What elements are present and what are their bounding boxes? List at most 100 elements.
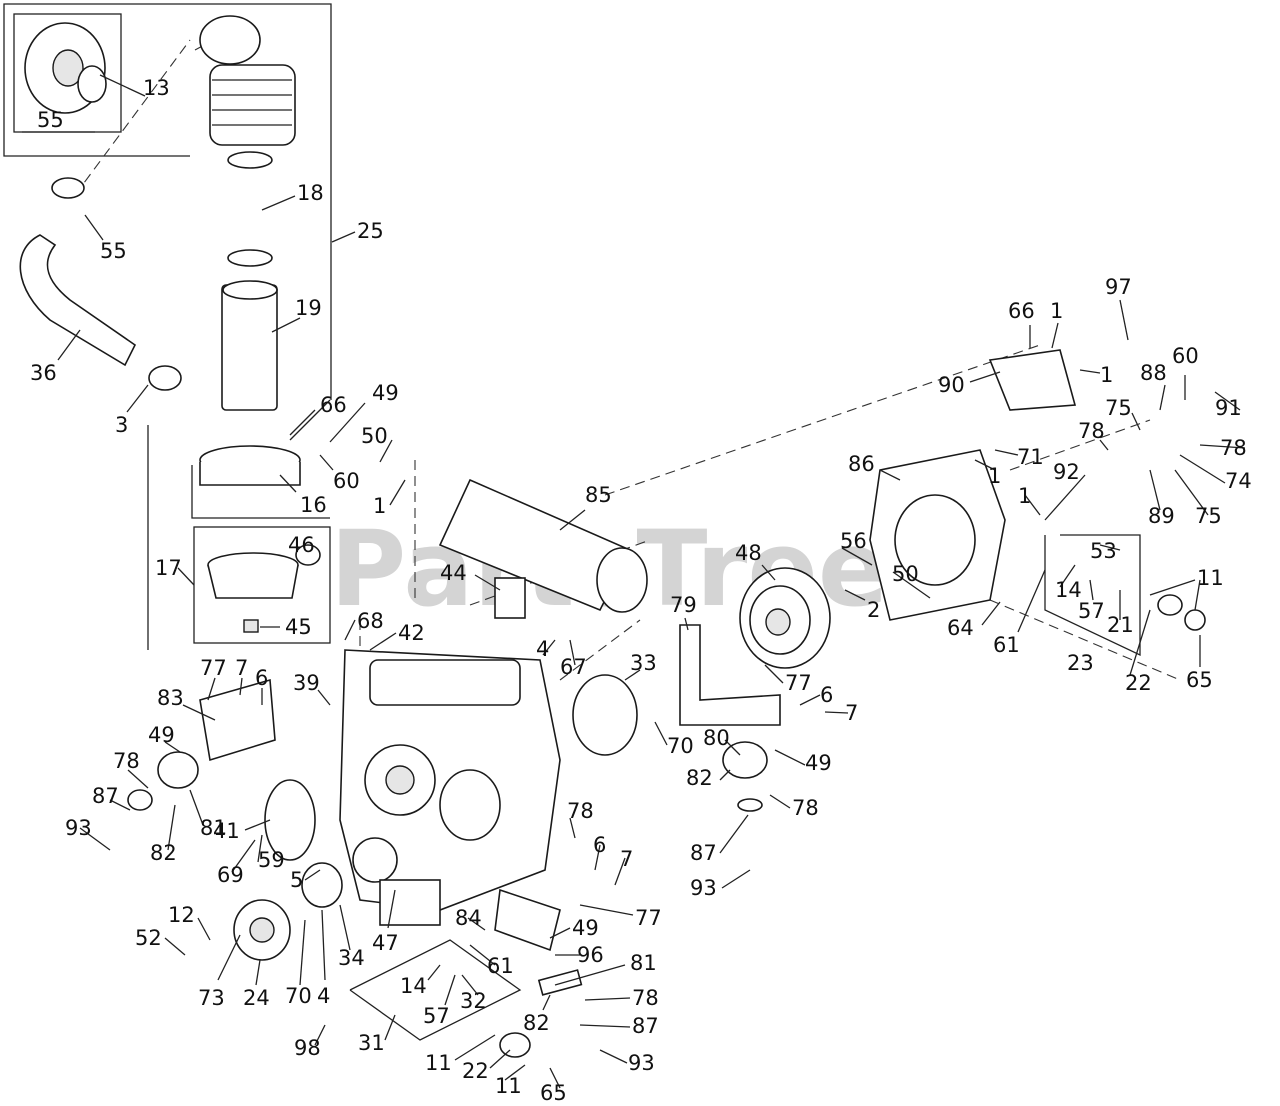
callout: 23 xyxy=(1067,651,1094,675)
callout: 32 xyxy=(460,989,487,1013)
callout: 85 xyxy=(585,483,612,507)
callout: 57 xyxy=(423,1004,450,1028)
callout: 74 xyxy=(1225,469,1252,493)
callout: 1 xyxy=(1050,299,1063,323)
callout: 11 xyxy=(1197,566,1224,590)
callout: 98 xyxy=(294,1036,321,1060)
callout: 41 xyxy=(213,819,240,843)
callout: 33 xyxy=(630,651,657,675)
callout: 6 xyxy=(593,833,606,857)
callout: 91 xyxy=(1215,396,1242,420)
callout: 92 xyxy=(1053,460,1080,484)
callout: 87 xyxy=(632,1014,659,1038)
callout: 36 xyxy=(30,361,57,385)
callout: 49 xyxy=(372,381,399,405)
callout: 1 xyxy=(373,494,386,518)
callout: 18 xyxy=(297,181,324,205)
callout: 44 xyxy=(440,561,467,585)
part-drawings xyxy=(19,15,1206,1058)
frames xyxy=(3,3,1141,1041)
callout: 77 xyxy=(200,656,227,680)
callout: 68 xyxy=(357,609,384,633)
callout: 6 xyxy=(255,666,268,690)
callout: 78 xyxy=(113,749,140,773)
callout: 57 xyxy=(1078,599,1105,623)
callout: 78 xyxy=(1078,419,1105,443)
callout: 60 xyxy=(333,469,360,493)
callout: 55 xyxy=(37,108,64,132)
callout: 65 xyxy=(1186,668,1213,692)
callout: 59 xyxy=(258,848,285,872)
callout: 87 xyxy=(92,784,119,808)
callout: 70 xyxy=(667,734,694,758)
callout: 93 xyxy=(65,816,92,840)
callout: 81 xyxy=(200,816,227,840)
callout: 75 xyxy=(1105,396,1132,420)
callout: 78 xyxy=(567,799,594,823)
callout: 4 xyxy=(536,637,549,661)
callout: 17 xyxy=(155,556,182,580)
callout: 49 xyxy=(805,751,832,775)
callout: 12 xyxy=(168,903,195,927)
callout: 78 xyxy=(792,796,819,820)
callout: 78 xyxy=(632,986,659,1010)
callout: 1 xyxy=(988,464,1001,488)
callout: 84 xyxy=(455,906,482,930)
callout: 77 xyxy=(635,906,662,930)
callout: 45 xyxy=(285,615,312,639)
callout: 93 xyxy=(690,876,717,900)
callout-labels: 13 55 18 25 55 36 3 19 66 49 60 16 1 50 … xyxy=(30,76,1252,1105)
callout: 97 xyxy=(1105,275,1132,299)
callout: 83 xyxy=(157,686,184,710)
callout: 75 xyxy=(1195,504,1222,528)
callout: 60 xyxy=(1172,344,1199,368)
callout: 96 xyxy=(577,943,604,967)
callout: 50 xyxy=(892,562,919,586)
callout: 11 xyxy=(425,1051,452,1075)
callout: 66 xyxy=(320,393,347,417)
callout: 61 xyxy=(993,633,1020,657)
callout: 55 xyxy=(100,239,127,263)
callout: 80 xyxy=(703,726,730,750)
callout: 73 xyxy=(198,986,225,1010)
callout: 79 xyxy=(670,593,697,617)
callout: 25 xyxy=(357,219,384,243)
callout: 3 xyxy=(115,413,128,437)
callout: 50 xyxy=(361,424,388,448)
callout: 4 xyxy=(317,984,330,1008)
callout: 69 xyxy=(217,863,244,887)
callout: 24 xyxy=(243,986,270,1010)
callout: 7 xyxy=(235,656,248,680)
callout: 70 xyxy=(285,984,312,1008)
callout: 87 xyxy=(690,841,717,865)
callout: 71 xyxy=(1017,445,1044,469)
callout: 82 xyxy=(150,841,177,865)
callout: 78 xyxy=(1220,436,1247,460)
callout: 1 xyxy=(1100,363,1113,387)
callout: 81 xyxy=(630,951,657,975)
callout: 66 xyxy=(1008,299,1035,323)
callout: 6 xyxy=(820,683,833,707)
callout: 13 xyxy=(143,76,170,100)
leader-lines xyxy=(57,74,1246,1089)
callout: 11 xyxy=(495,1074,522,1098)
callout: 82 xyxy=(523,1011,550,1035)
callout: 34 xyxy=(338,946,365,970)
callout: 46 xyxy=(288,533,315,557)
callout: 49 xyxy=(572,916,599,940)
callout: 61 xyxy=(487,954,514,978)
callout: 5 xyxy=(290,868,303,892)
callout: 2 xyxy=(867,598,880,622)
callout: 89 xyxy=(1148,504,1175,528)
callout: 16 xyxy=(300,493,327,517)
callout: 52 xyxy=(135,926,162,950)
callout: 39 xyxy=(293,671,320,695)
callout: 56 xyxy=(840,529,867,553)
callout: 7 xyxy=(620,847,633,871)
callout: 42 xyxy=(398,621,425,645)
callout: 21 xyxy=(1107,613,1134,637)
callout: 65 xyxy=(540,1081,567,1105)
callout: 49 xyxy=(148,723,175,747)
callout: 14 xyxy=(400,974,427,998)
